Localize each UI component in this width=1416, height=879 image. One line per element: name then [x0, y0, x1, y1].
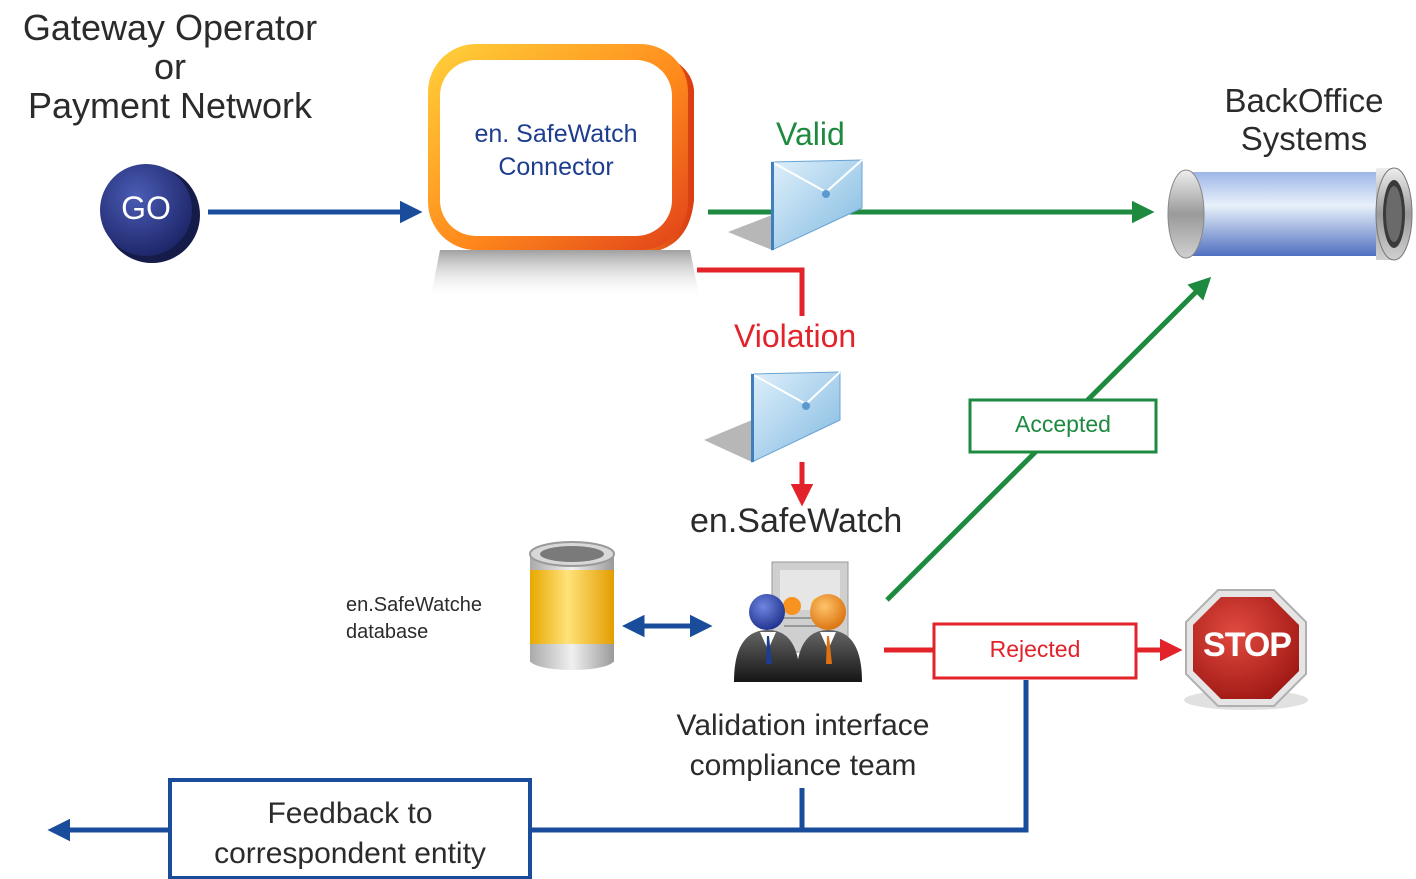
connector-label: en. SafeWatch Connector — [440, 118, 672, 184]
connector-box-icon — [428, 44, 700, 300]
gateway-title: Gateway Operator or Payment Network — [0, 8, 340, 125]
database-label-line1: en.SafeWatche — [346, 594, 483, 616]
backoffice-pipe-icon — [1167, 167, 1413, 261]
go-button[interactable]: GO — [100, 192, 192, 224]
go-label: GO — [121, 190, 171, 226]
database-cylinder-icon — [529, 541, 615, 670]
feedback-label: Feedback to correspondent entity — [170, 794, 530, 874]
gateway-title-line2: or — [153, 46, 186, 87]
stop-sign-icon — [1184, 589, 1308, 710]
envelope-icon — [728, 159, 863, 251]
backoffice-title: BackOffice Systems — [1192, 82, 1416, 158]
violation-label: Violation — [734, 318, 857, 354]
gateway-title-line3: Payment Network — [27, 85, 313, 126]
envelope-icon — [704, 371, 841, 463]
database-label: en.SafeWatche database — [346, 592, 482, 646]
safewatch-title: en.SafeWatch — [690, 502, 903, 540]
arrow-violation-elbow — [697, 267, 805, 316]
feedback-label-line2: correspondent entity — [214, 837, 486, 870]
stop-sign-text: STOP — [1203, 626, 1292, 664]
accepted-box — [968, 398, 1158, 454]
arrow-feedback-loop — [802, 680, 1029, 833]
validation-label: Validation interface compliance team — [640, 706, 966, 786]
validation-label-line2: compliance team — [689, 749, 917, 782]
valid-label: Valid — [776, 116, 845, 152]
rejected-label: Rejected — [989, 636, 1081, 662]
backoffice-title-line2: Systems — [1240, 120, 1368, 157]
backoffice-title-line1: BackOffice — [1224, 82, 1384, 119]
validation-label-line1: Validation interface — [676, 709, 930, 742]
accepted-label: Accepted — [1015, 411, 1111, 437]
go-badge-icon — [100, 164, 200, 263]
connector-label-line2: Connector — [498, 153, 614, 181]
feedback-label-line1: Feedback to — [267, 797, 433, 830]
gateway-title-line1: Gateway Operator — [22, 7, 318, 48]
database-label-line2: database — [346, 621, 429, 643]
compliance-team-icon — [734, 561, 862, 682]
connector-label-line1: en. SafeWatch — [474, 120, 638, 148]
rejected-box — [932, 622, 1138, 680]
feedback-box — [168, 778, 532, 879]
